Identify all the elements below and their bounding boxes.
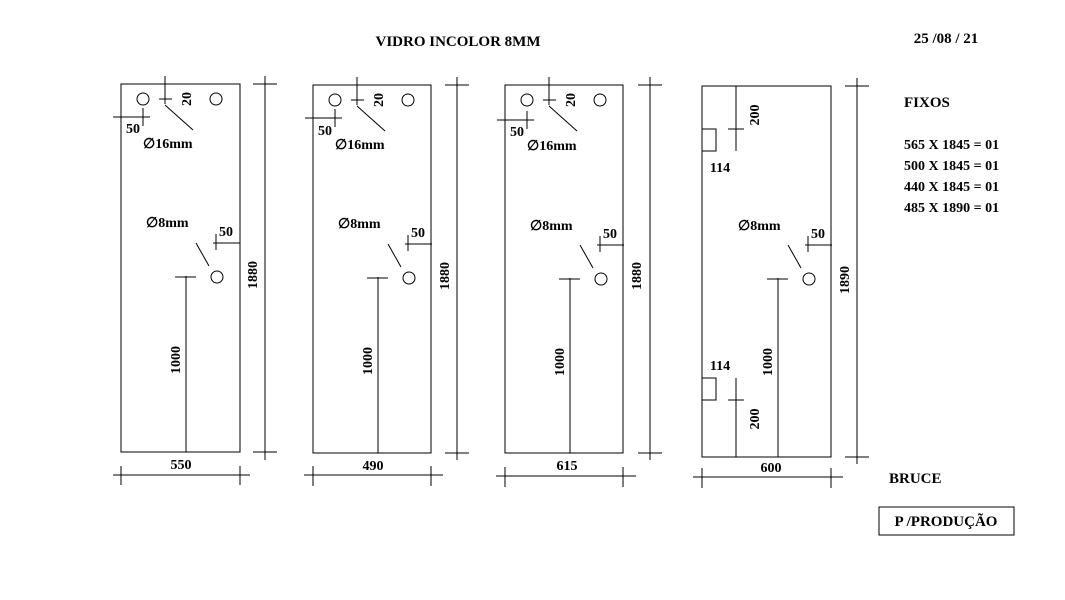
panel-2-top-offset-label: 20 (372, 93, 387, 107)
panel-4-notch-bottom-width-label: 114 (710, 359, 730, 374)
panel-2-leader-small (387, 243, 402, 268)
panel-3-leader-small (579, 244, 594, 269)
client-name: BRUCE (889, 471, 942, 487)
panel-1-handle-hole (210, 270, 224, 284)
panel-4-height-label: 1890 (838, 266, 853, 294)
panel-4-notch-bottom (701, 377, 717, 401)
panel-1-leader-large (164, 104, 194, 131)
fixos-item: 500 X 1845 = 01 (904, 159, 999, 174)
panel-3-hole-large-label: ∅16mm (527, 139, 577, 154)
panel-3-handle-offset-label: 50 (603, 227, 617, 242)
panel-4-notch-top-width-label: 114 (710, 161, 730, 176)
panel-1-width-label: 550 (171, 458, 192, 473)
panel-4-hole-small-label: ∅8mm (738, 219, 781, 234)
panel-2-leader-large (356, 105, 386, 132)
production-stamp-box (878, 506, 1015, 536)
panel-4-handle-hole (802, 272, 816, 286)
panel-1-top-hole-left (136, 92, 150, 106)
panel-3: 1880 615 20 50 ∅16mm ∅8mm 50 1000 (496, 77, 662, 487)
panel-3-width-label: 615 (557, 459, 578, 474)
panel-2-hole-large-label: ∅16mm (335, 138, 385, 153)
panel-3-edge-offset-label: 50 (510, 125, 524, 140)
panel-3-height-label: 1880 (630, 262, 645, 290)
panel-2-top-hole-left (328, 93, 342, 107)
fixos-list: FIXOS 565 X 1845 = 01 500 X 1845 = 01 44… (904, 95, 999, 216)
fixos-item: 565 X 1845 = 01 (904, 138, 999, 153)
panel-1-height-to-hole-label: 1000 (169, 346, 184, 374)
panel-2-top-hole-right (401, 93, 415, 107)
panel-1-outline (120, 83, 241, 453)
panel-4: 1890 600 200 114 ∅8mm 50 1000 114 200 (693, 78, 869, 488)
panel-4-notch-top-offset-label: 200 (748, 105, 763, 126)
production-stamp-label: P /PRODUÇÃO (895, 512, 998, 530)
panel-3-outline (504, 84, 624, 454)
panel-3-top-hole-left (520, 93, 534, 107)
panel-3-leader-large (548, 105, 578, 132)
panel-3-top-offset-label: 20 (564, 93, 579, 107)
panel-1-top-offset-label: 20 (180, 92, 195, 106)
panel-1-handle-offset-label: 50 (219, 225, 233, 240)
panel-2-edge-offset-label: 50 (318, 124, 332, 139)
panel-2-outline (312, 84, 432, 454)
panel-3-top-hole-right (593, 93, 607, 107)
panel-1-hole-small-label: ∅8mm (146, 216, 189, 231)
panel-4-handle-offset-label: 50 (811, 227, 825, 242)
panel-1-height-label: 1880 (246, 261, 261, 289)
panel-3-handle-hole (594, 272, 608, 286)
panel-4-outline (701, 85, 832, 458)
panel-4-notch-top (701, 128, 717, 152)
panel-2-height-label: 1880 (438, 262, 453, 290)
panel-4-height-to-hole-label: 1000 (761, 348, 776, 376)
panel-1-leader-small (195, 242, 210, 267)
panel-2: 1880 490 20 50 ∅16mm ∅8mm 50 1000 (304, 77, 469, 486)
panel-3-height-to-hole-label: 1000 (553, 348, 568, 376)
fixos-title: FIXOS (904, 95, 950, 111)
panel-4-width-label: 600 (761, 461, 782, 476)
fixos-item: 440 X 1845 = 01 (904, 180, 999, 195)
panel-4-notch-bottom-offset-label: 200 (748, 409, 763, 430)
panel-2-hole-small-label: ∅8mm (338, 217, 381, 232)
panel-1: 1880 550 20 50 ∅16mm ∅8mm 50 1000 (113, 76, 277, 485)
panel-2-handle-offset-label: 50 (411, 226, 425, 241)
panel-1-edge-offset-label: 50 (126, 122, 140, 137)
panel-1-top-hole-right (209, 92, 223, 106)
panel-2-height-to-hole-label: 1000 (361, 347, 376, 375)
panel-2-handle-hole (402, 271, 416, 285)
drawing-date: 25 /08 / 21 (914, 31, 979, 47)
drawing-title: VIDRO INCOLOR 8MM (376, 34, 541, 50)
panel-2-width-label: 490 (363, 459, 384, 474)
panel-4-leader-small (787, 244, 802, 269)
panel-1-hole-large-label: ∅16mm (143, 137, 193, 152)
fixos-item: 485 X 1890 = 01 (904, 201, 999, 216)
panel-3-hole-small-label: ∅8mm (530, 219, 573, 234)
